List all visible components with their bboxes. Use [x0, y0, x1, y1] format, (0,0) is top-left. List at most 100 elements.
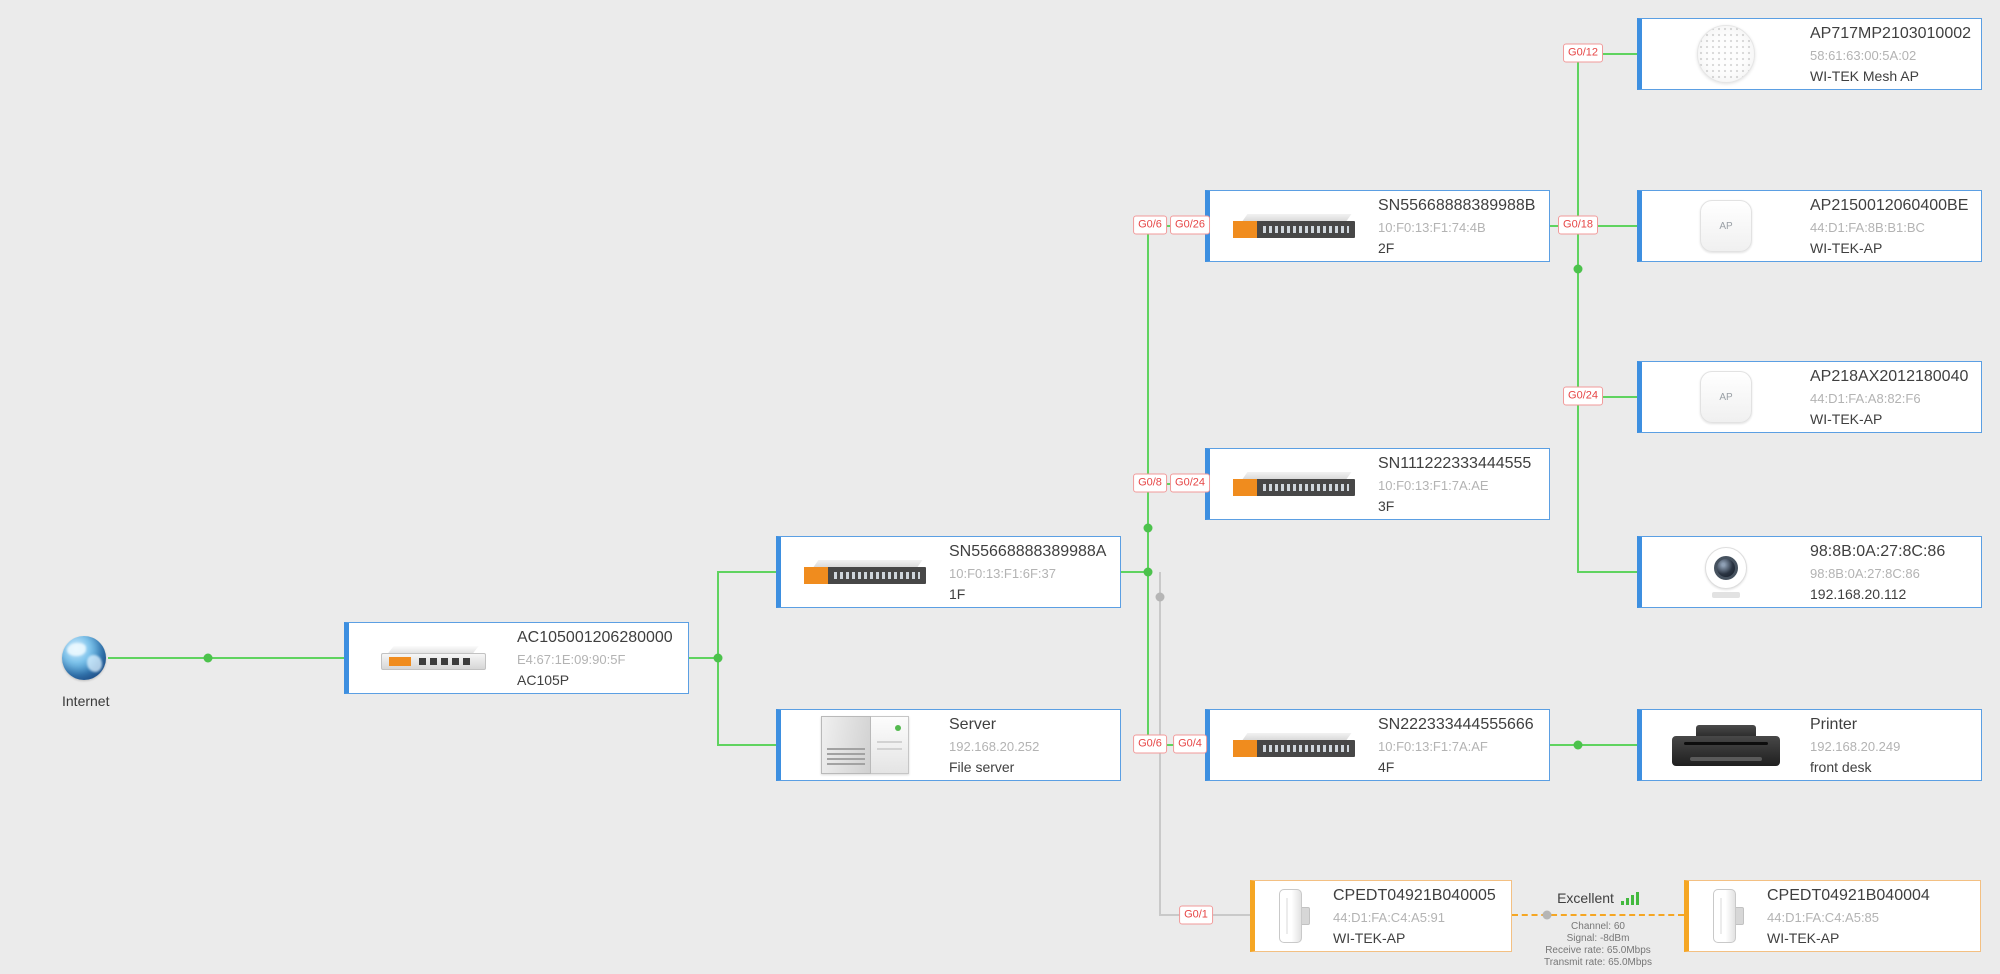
device-card-switch-1f[interactable]: SN55668888389988A 10:F0:13:F1:6F:37 1F [776, 536, 1121, 608]
internet-node[interactable]: Internet [62, 636, 110, 709]
port-badge: G0/24 [1170, 473, 1210, 493]
device-serial: SN55668888389988B [1378, 196, 1536, 214]
device-mac: 10:F0:13:F1:7A:AF [1378, 738, 1488, 754]
device-name: 3F [1378, 497, 1395, 514]
device-name: WI-TEK-AP [1333, 929, 1406, 946]
port-badge: G0/24 [1563, 386, 1603, 406]
device-serial: CPEDT04921B040005 [1333, 886, 1496, 904]
link-internet-ac [108, 657, 344, 659]
port-badge: G0/18 [1558, 215, 1598, 235]
device-name: File server [949, 758, 1015, 775]
device-card-printer[interactable]: Printer 192.168.20.249 front desk [1637, 709, 1982, 781]
device-card-camera[interactable]: 98:8B:0A:27:8C:86 98:8B:0A:27:8C:86 192.… [1637, 536, 1982, 608]
switch-icon [1210, 733, 1378, 757]
device-card-ap215[interactable]: AP AP2150012060400BE 44:D1:FA:8B:B1:BC W… [1637, 190, 1982, 262]
ap-icon: AP [1642, 200, 1810, 252]
server-icon [781, 716, 949, 774]
device-serial: AP218AX2012180040 [1810, 367, 1969, 385]
device-card-switch-3f[interactable]: SN111222333444555 10:F0:13:F1:7A:AE 3F [1205, 448, 1550, 520]
internet-label: Internet [62, 693, 110, 709]
device-mac: E4:67:1E:09:90:5F [517, 651, 626, 667]
device-mac: 98:8B:0A:27:8C:86 [1810, 565, 1920, 581]
port-badge: G0/12 [1563, 43, 1603, 63]
internet-globe-icon [62, 636, 106, 680]
device-card-cpe-040005[interactable]: CPEDT04921B040005 44:D1:FA:C4:A5:91 WI-T… [1250, 880, 1512, 952]
device-name: WI-TEK-AP [1810, 239, 1883, 256]
device-serial: AP2150012060400BE [1810, 196, 1969, 214]
device-mac: 10:F0:13:F1:6F:37 [949, 565, 1056, 581]
link-dot [1143, 567, 1153, 577]
device-serial: SN111222333444555 [1378, 454, 1532, 472]
port-badge: G0/26 [1170, 215, 1210, 235]
port-badge: G0/8 [1133, 473, 1167, 493]
link-dot [1573, 264, 1583, 274]
switch-icon [1210, 214, 1378, 238]
device-mac: 44:D1:FA:8B:B1:BC [1810, 219, 1925, 235]
device-serial: 98:8B:0A:27:8C:86 [1810, 542, 1946, 560]
link-sw1f-trunk [1120, 571, 1149, 573]
port-badge: G0/4 [1173, 734, 1207, 754]
device-name: AC105P [517, 671, 570, 688]
device-serial: AC105001206280000 [517, 628, 673, 646]
device-card-switch-4f[interactable]: SN222333444555666 10:F0:13:F1:7A:AF 4F [1205, 709, 1550, 781]
cpe-icon [1689, 888, 1767, 944]
mesh-ap-icon [1642, 25, 1810, 83]
link-dot [1143, 523, 1153, 533]
device-name: front desk [1810, 758, 1872, 775]
device-card-switch-2f[interactable]: SN55668888389988B 10:F0:13:F1:74:4B 2F [1205, 190, 1550, 262]
cpe-icon [1255, 888, 1333, 944]
device-card-ap218[interactable]: AP AP218AX2012180040 44:D1:FA:A8:82:F6 W… [1637, 361, 1982, 433]
signal-strength-icon [1620, 891, 1639, 905]
wireless-link-details: Channel: 60 Signal: -8dBm Receive rate: … [1512, 921, 1684, 969]
link-junction-sw1f [717, 571, 777, 573]
device-name: WI-TEK Mesh AP [1810, 67, 1919, 84]
device-mac: 10:F0:13:F1:7A:AE [1378, 477, 1489, 493]
ap-icon: AP [1642, 371, 1810, 423]
link-right-ap218 [1577, 396, 1638, 398]
wireless-signal: Signal: -8dBm [1566, 933, 1630, 944]
device-name: WI-TEK-AP [1810, 410, 1883, 427]
link-right-camera [1577, 571, 1638, 573]
link-junction-server [717, 744, 777, 746]
link-sw4f-printer [1550, 744, 1638, 746]
port-badge: G0/1 [1179, 905, 1213, 925]
wireless-link-quality: Excellent [1512, 890, 1684, 906]
wireless-receive-rate: Receive rate: 65.0Mbps [1545, 945, 1651, 956]
device-mac: 58:61:63:00:5A:02 [1810, 47, 1917, 63]
device-name: 4F [1378, 758, 1395, 775]
link-dot [203, 653, 213, 663]
device-card-ac105p[interactable]: AC105001206280000 E4:67:1E:09:90:5F AC10… [344, 622, 689, 694]
link-right-meshap [1577, 53, 1638, 55]
camera-icon [1642, 546, 1810, 598]
link-dot [713, 653, 723, 663]
port-badge: G0/6 [1133, 215, 1167, 235]
device-card-cpe-040004[interactable]: CPEDT04921B040004 44:D1:FA:C4:A5:85 WI-T… [1684, 880, 1981, 952]
link-dot-gray [1542, 910, 1552, 920]
device-serial: Server [949, 715, 997, 733]
device-serial: SN222333444555666 [1378, 715, 1534, 733]
link-dot [1573, 740, 1583, 750]
device-card-file-server[interactable]: Server 192.168.20.252 File server [776, 709, 1121, 781]
wireless-transmit-rate: Transmit rate: 65.0Mbps [1543, 957, 1652, 968]
device-ip: 192.168.20.252 [949, 738, 1040, 754]
printer-icon [1642, 724, 1810, 766]
wireless-quality-label: Excellent [1557, 890, 1614, 906]
switch-icon [781, 560, 949, 584]
device-name: WI-TEK-AP [1767, 929, 1840, 946]
device-ip: 192.168.20.249 [1810, 738, 1901, 754]
wireless-link-line [1512, 914, 1684, 916]
device-mac: 44:D1:FA:C4:A5:91 [1333, 909, 1446, 925]
device-ip: 192.168.20.112 [1810, 585, 1907, 602]
device-mac: 44:D1:FA:A8:82:F6 [1810, 390, 1921, 406]
wireless-channel: Channel: 60 [1571, 921, 1625, 932]
device-serial: Printer [1810, 715, 1858, 733]
device-mac: 44:D1:FA:C4:A5:85 [1767, 909, 1880, 925]
device-serial: SN55668888389988A [949, 542, 1107, 560]
device-name: 1F [949, 585, 966, 602]
device-card-mesh-ap[interactable]: AP717MP2103010002 58:61:63:00:5A:02 WI-T… [1637, 18, 1982, 90]
device-serial: AP717MP2103010002 [1810, 24, 1972, 42]
device-mac: 10:F0:13:F1:74:4B [1378, 219, 1486, 235]
link-right-vertical [1577, 53, 1579, 573]
port-badge: G0/6 [1133, 734, 1167, 754]
